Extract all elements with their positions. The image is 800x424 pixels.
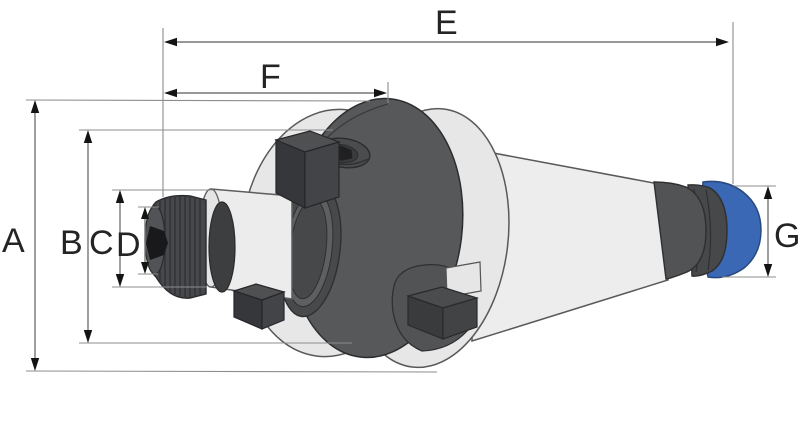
shank-end-ring-front: [653, 181, 707, 280]
dimension-label-A: A: [2, 222, 25, 260]
arrowhead: [83, 330, 93, 343]
dimension-A: A: [2, 99, 438, 373]
spigot-collar: [278, 180, 342, 318]
dimension-label-F: F: [260, 58, 281, 96]
arrowhead: [374, 88, 387, 98]
slot-key-right-face: [442, 297, 478, 340]
arrowhead: [115, 190, 125, 203]
arrowhead: [763, 186, 773, 199]
dimension-label-E: E: [435, 4, 458, 42]
dimension-label-C: C: [89, 224, 114, 262]
extension-line: [25, 370, 438, 373]
arrowhead: [716, 37, 729, 47]
slot-opening: [445, 261, 482, 298]
dimension-F: F: [164, 58, 389, 103]
dimension-D: D: [116, 206, 159, 275]
arrowhead: [164, 37, 177, 47]
arrowhead: [141, 207, 149, 219]
drive-key-bottom: [232, 283, 286, 330]
dimension-B: B: [60, 129, 352, 344]
dimension-G: G: [722, 185, 800, 278]
arrowhead: [141, 262, 149, 274]
flange-slot-bottom: [391, 261, 482, 352]
dimension-label-G: G: [774, 217, 800, 255]
arrowhead: [763, 264, 773, 277]
groove-line: [705, 189, 712, 271]
arrowhead: [30, 358, 40, 371]
screw-washer: [208, 201, 236, 293]
dimensions: E F A B: [2, 4, 800, 373]
arrowhead: [164, 88, 177, 98]
drive-key-top: [274, 130, 341, 209]
dimension-label-B: B: [60, 224, 83, 262]
dimension-E: E: [164, 4, 729, 47]
dimension-C: C: [89, 189, 212, 288]
clamp-screw: [144, 194, 236, 299]
arrowhead: [115, 274, 125, 287]
extension-line: [25, 99, 371, 102]
arrowhead: [30, 100, 40, 113]
screw-hex-socket: [146, 226, 168, 260]
tool-holder-illustration: [144, 97, 762, 369]
dimension-label-D: D: [116, 226, 141, 264]
arrowhead: [83, 130, 93, 143]
